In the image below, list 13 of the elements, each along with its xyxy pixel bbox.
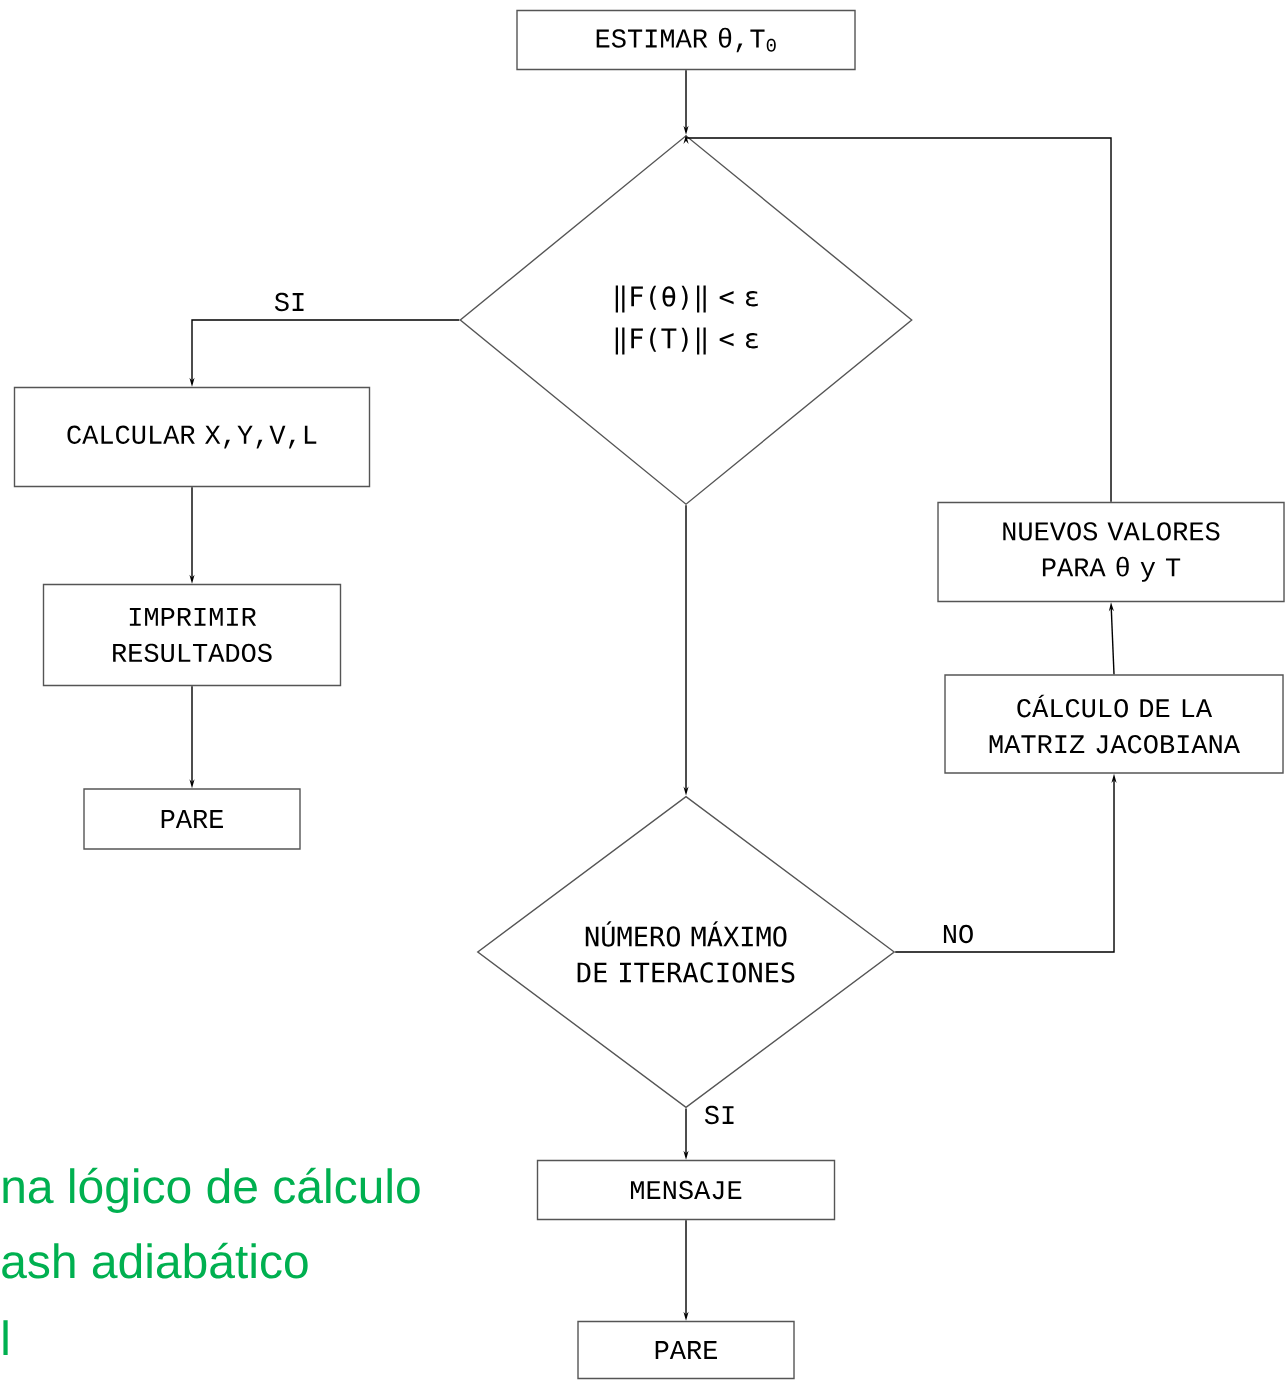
process-box: PARE bbox=[577, 1320, 795, 1380]
caption-line: ash adiabático bbox=[2, 1242, 308, 1279]
process-box: CÁLCULO DE LA MATRIZ JACOBIANA bbox=[944, 674, 1284, 774]
process-box: ESTIMAR θ,T$_{0}$ bbox=[516, 9, 856, 71]
edge-label: SI bbox=[271, 290, 309, 314]
process-box: PARE bbox=[83, 788, 301, 850]
process-box: IMPRIMIR RESULTADOS bbox=[42, 583, 342, 687]
process-box: CALCULAR X,Y,V,L bbox=[13, 386, 371, 488]
edge-label: NO bbox=[939, 922, 977, 946]
caption-line: na lógico de cálculo bbox=[3, 1167, 420, 1213]
caption-line: l bbox=[3, 1320, 8, 1355]
process-box: NUEVOS VALORES PARA θ y T bbox=[937, 501, 1285, 603]
process-box: MENSAJE bbox=[536, 1159, 836, 1221]
